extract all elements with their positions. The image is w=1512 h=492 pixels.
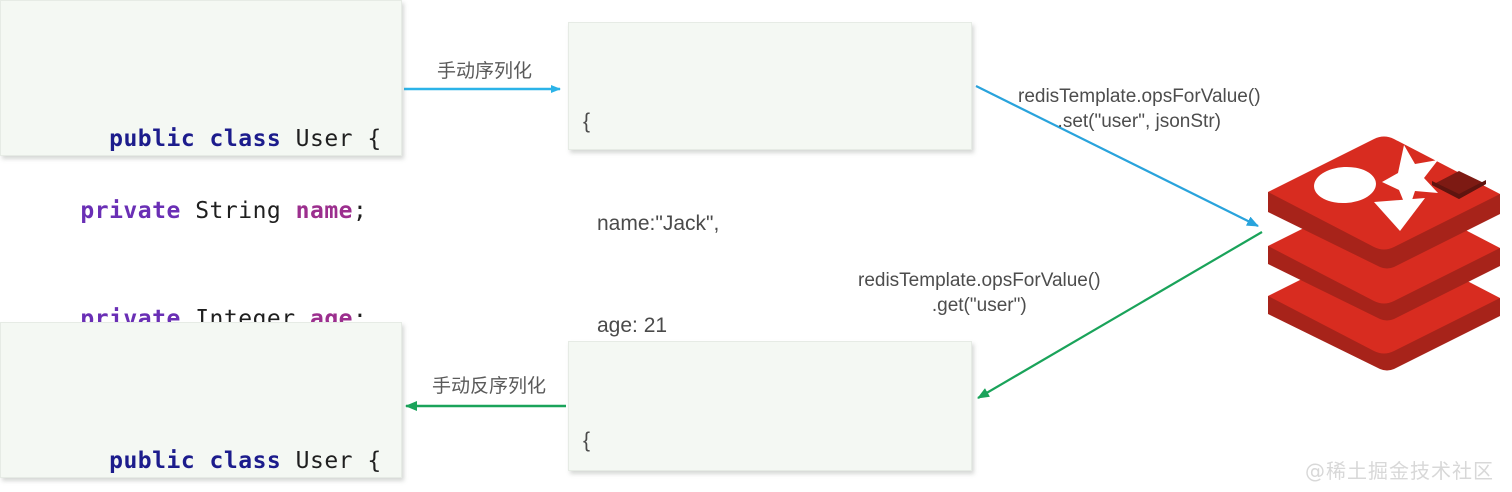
redis-ellipse-mark xyxy=(1314,166,1376,204)
type-name: User xyxy=(295,126,354,152)
semicolon: ; xyxy=(353,198,368,224)
keyword-public: public class xyxy=(109,126,282,152)
code-line: public class User { xyxy=(23,85,401,152)
label-redis-get-line1: redisTemplate.opsForValue() xyxy=(858,270,1101,291)
code-panel-top: public class User { private String name;… xyxy=(0,0,402,476)
label-serialize: 手动序列化 xyxy=(437,60,533,82)
redis-triangle-mark xyxy=(1374,198,1425,231)
redis-logo-marks xyxy=(1314,145,1486,231)
redis-star-mark xyxy=(1382,145,1438,212)
label-redis-set: redisTemplate.opsForValue() .set("user",… xyxy=(1018,84,1261,134)
code-line: private String name; xyxy=(23,193,401,229)
code-panel-bottom: public class User { private String name;… xyxy=(0,322,402,478)
redis-disc-top xyxy=(1268,136,1500,269)
json-line: { xyxy=(583,110,591,133)
type-name: String xyxy=(195,198,282,224)
label-redis-get-line2: .get("user") xyxy=(931,295,1027,316)
keyword-public: public class xyxy=(109,448,282,474)
redis-disc-bottom xyxy=(1268,240,1500,371)
brace-open: { xyxy=(367,126,382,152)
label-redis-set-line1: redisTemplate.opsForValue() xyxy=(1018,86,1261,107)
watermark: @稀土掘金技术社区 xyxy=(1305,459,1494,483)
label-redis-get: redisTemplate.opsForValue() .get("user") xyxy=(858,268,1101,318)
field-name: name xyxy=(295,198,354,224)
json-line: { xyxy=(583,429,591,452)
redis-square-hole xyxy=(1432,171,1486,199)
json-line: age: 21 xyxy=(597,314,668,337)
label-deserialize: 手动反序列化 xyxy=(432,375,547,397)
json-line: name:"Jack", xyxy=(597,212,720,235)
code-line: public class User { xyxy=(23,407,401,474)
type-name: User xyxy=(295,448,354,474)
label-redis-set-line2: .set("user", jsonStr) xyxy=(1057,111,1221,132)
json-panel-top: { name:"Jack", age: 21 } xyxy=(568,22,972,439)
redis-disc-middle xyxy=(1268,190,1500,321)
brace-open: { xyxy=(367,448,382,474)
keyword-private: private xyxy=(80,198,181,224)
redis-logo-graphic xyxy=(1268,136,1500,371)
json-panel-bottom: { name:"Jack", age: 21 } xyxy=(568,341,972,471)
